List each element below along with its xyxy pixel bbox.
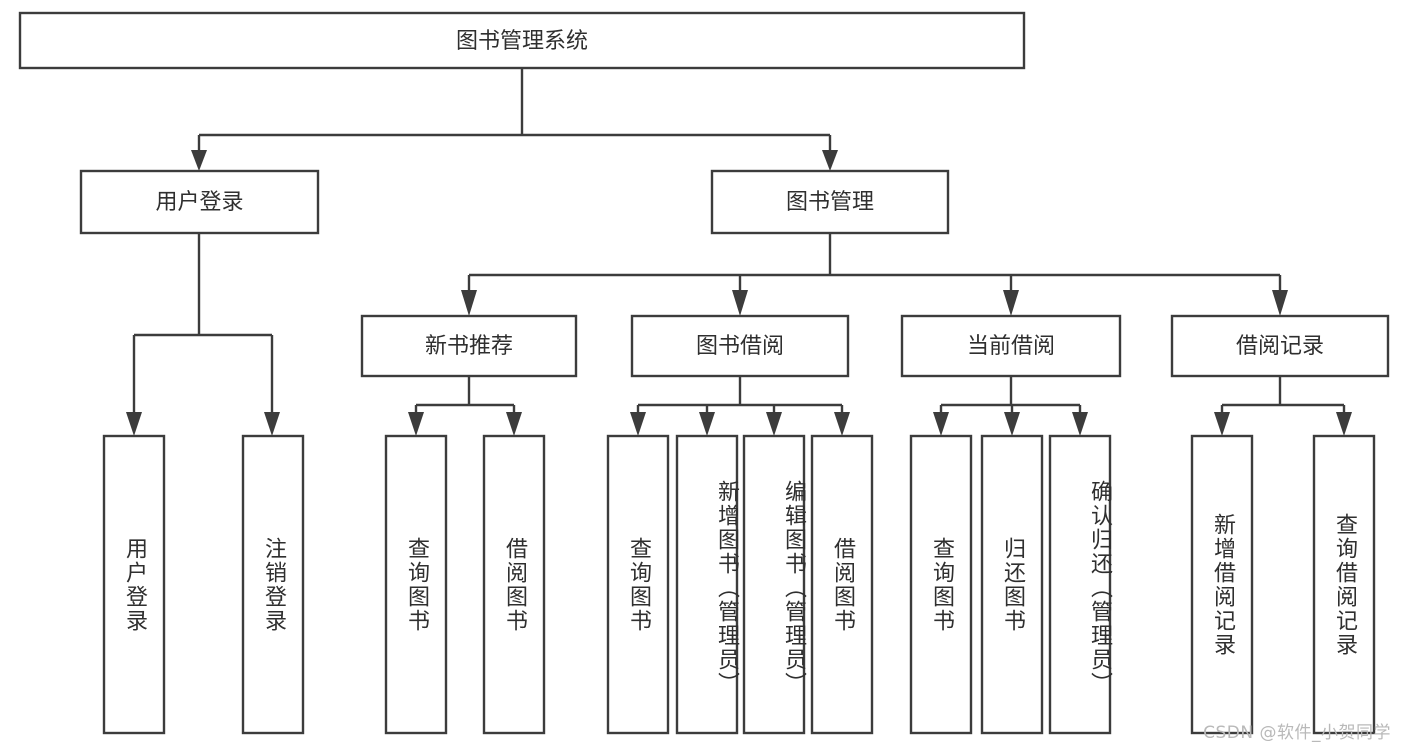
arrow-to-leaf-return-book [1004,412,1020,436]
node-leaf-query-book-1-box[interactable] [384,434,448,735]
node-book-borrow-label: 图书借阅 [696,334,784,359]
node-user-login-label: 用户登录 [155,190,243,215]
node-leaf-query-borrow-record-box[interactable] [1312,434,1376,735]
node-book-manage-label: 图书管理 [786,190,874,215]
arrow-to-leaf-query-book-3 [933,412,949,436]
node-book-borrow[interactable]: 图书借阅 [630,314,850,378]
node-user-login[interactable]: 用户登录 [79,169,320,235]
node-leaf-user-login-box[interactable] [102,434,166,735]
leaf-box-group [102,434,1376,735]
node-new-book-rec-label: 新书推荐 [425,334,513,359]
arrow-to-leaf-logout-login [264,412,280,436]
node-leaf-logout-login-box[interactable] [241,434,305,735]
node-user-login-box[interactable] [79,169,320,235]
arrow-to-leaf-query-borrow-record [1336,412,1352,436]
node-book-borrow-box[interactable] [630,314,850,378]
arrow-to-leaf-borrow-book-2 [834,412,850,436]
arrow-to-book-borrow [732,290,748,316]
node-root-label: 图书管理系统 [456,29,588,54]
node-book-manage[interactable]: 图书管理 [710,169,950,235]
arrow-to-leaf-query-book-1 [408,412,424,436]
csdn-watermark: CSDN @软件_小贺同学 [1203,723,1391,743]
node-leaf-return-book-box[interactable] [980,434,1044,735]
node-borrow-record-box[interactable] [1170,314,1390,378]
node-borrow-record[interactable]: 借阅记录 [1170,314,1390,378]
node-leaf-borrow-book-1-box[interactable] [482,434,546,735]
arrow-to-borrow-record [1272,290,1288,316]
arrow-to-current-borrow [1003,290,1019,316]
arrow-to-book-manage [822,150,838,171]
node-leaf-query-book-2-box[interactable] [606,434,670,735]
arrow-to-leaf-add-borrow-record [1214,412,1230,436]
arrow-to-leaf-edit-book-admin [766,412,782,436]
node-current-borrow[interactable]: 当前借阅 [900,314,1122,378]
node-new-book-rec-box[interactable] [360,314,578,378]
node-leaf-add-borrow-record-box[interactable] [1190,434,1254,735]
node-new-book-rec[interactable]: 新书推荐 [360,314,578,378]
node-leaf-confirm-return-admin-box[interactable] [1048,434,1112,735]
arrow-to-leaf-add-book-admin [699,412,715,436]
node-leaf-borrow-book-2-box[interactable] [810,434,874,735]
node-root[interactable]: 图书管理系统 [18,11,1026,70]
arrow-to-new-book-rec [461,290,477,316]
node-current-borrow-box[interactable] [900,314,1122,378]
node-current-borrow-label: 当前借阅 [967,334,1055,359]
arrow-to-leaf-confirm-return-admin [1072,412,1088,436]
arrow-to-user-login [191,150,207,171]
connector-group [126,68,1352,436]
node-book-manage-box[interactable] [710,169,950,235]
node-leaf-edit-book-admin-box[interactable] [742,434,806,735]
arrow-to-leaf-user-login [126,412,142,436]
node-leaf-query-book-3-box[interactable] [909,434,973,735]
arrow-to-leaf-query-book-2 [630,412,646,436]
arrow-to-leaf-borrow-book-1 [506,412,522,436]
node-borrow-record-label: 借阅记录 [1236,334,1324,359]
node-leaf-add-book-admin-box[interactable] [675,434,739,735]
node-root-box[interactable] [18,11,1026,70]
